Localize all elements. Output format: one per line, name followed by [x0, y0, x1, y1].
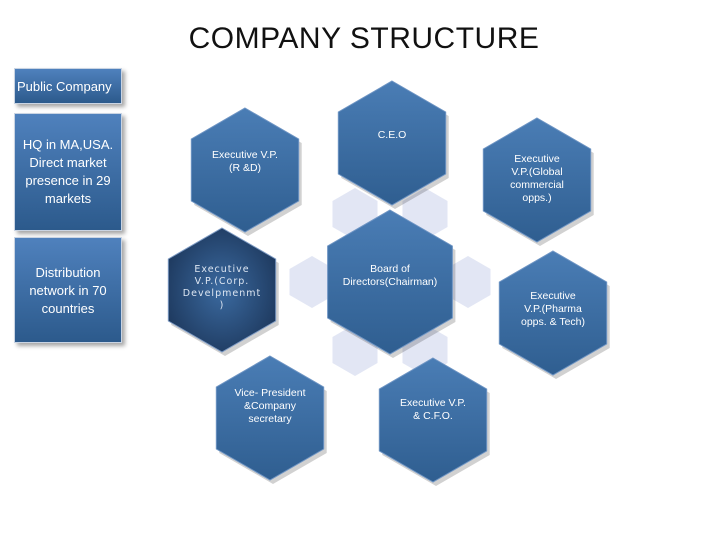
hexagon-shape [337, 80, 447, 206]
hexagon-label: Board of [370, 263, 410, 275]
hexagon-label: Develpmenmt [183, 288, 261, 299]
hq-box: HQ in MA,USA. Direct market presence in … [14, 113, 122, 231]
connector-ring [289, 188, 491, 376]
hexagon-shape [378, 357, 488, 483]
hexagon-shape [167, 227, 277, 353]
page-title: COMPANY STRUCTURE [188, 22, 540, 55]
hexagon-shape [215, 355, 325, 481]
connector-segment [289, 256, 335, 308]
hexagon-label: Executive V.P. [400, 397, 466, 409]
hexagon-label: Executive [194, 264, 249, 275]
hexagon-shape [482, 117, 592, 243]
hexagon-label: V.P.(Corp. [195, 276, 250, 287]
hexagon-label: secretary [248, 413, 292, 425]
hexagon-ceo: C.E.O [337, 80, 449, 209]
hexagon-label: Directors(Chairman) [343, 276, 438, 288]
hexagon-label: ) [220, 300, 225, 311]
hexagon-label: &Company [244, 400, 297, 412]
hexagon-label: V.P.(Pharma [524, 303, 582, 315]
hexagon-label: commercial [510, 179, 564, 191]
hexagon-label: opps.) [522, 192, 551, 204]
hexagon-label: (R &D) [229, 162, 261, 174]
public-company-label: Public Company [17, 79, 112, 94]
hexagon-cfo: Executive V.P.& C.F.O. [378, 357, 490, 486]
hexagon-rnd: Executive V.P.(R &D) [190, 107, 302, 236]
hexagon-label: V.P.(Global [511, 166, 562, 178]
hexagon-label: & C.F.O. [413, 410, 453, 422]
public-company-box: Public Company [14, 68, 122, 104]
hexagon-label: opps. & Tech) [521, 316, 585, 328]
hexagon-shape [190, 107, 300, 233]
hexagon-label: Executive [514, 153, 560, 165]
distribution-label: Distribution network in 70 countries [29, 265, 107, 316]
hexagon-shape [327, 209, 453, 355]
connector-segment [445, 256, 491, 308]
distribution-box: Distribution network in 70 countries [14, 237, 122, 343]
hexagon-label: Executive [530, 290, 576, 302]
hexagon-label: Executive V.P. [212, 149, 278, 161]
hexagon-label: Vice- President [234, 387, 305, 399]
hexagon-label: C.E.O [378, 129, 407, 141]
hexagon-shape [498, 250, 608, 376]
hq-label: HQ in MA,USA. Direct market presence in … [22, 137, 114, 206]
